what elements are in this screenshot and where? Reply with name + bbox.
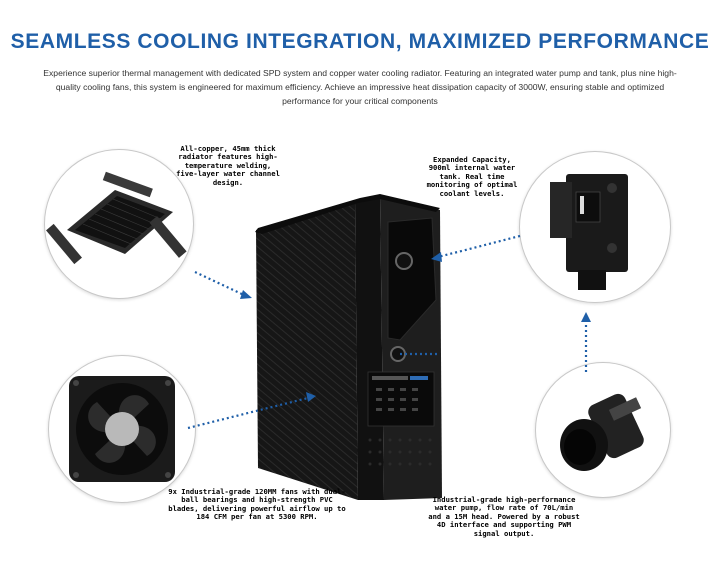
- page-subtitle: Experience superior thermal management w…: [43, 68, 677, 106]
- fan-pointer-arrow: [306, 392, 316, 402]
- tank-pointer-line: [437, 234, 521, 259]
- fan-image-circle: [48, 355, 196, 503]
- pump-callout: Industrial-grade high-performance water …: [428, 495, 580, 538]
- radiator-image-circle: [44, 149, 194, 299]
- pump-image-circle: [535, 362, 671, 498]
- page-title: SEAMLESS COOLING INTEGRATION, MAXIMIZED …: [10, 30, 710, 53]
- pump-image: [560, 393, 644, 471]
- fans-callout: 9x Industrial-grade 120MM fans with dual…: [168, 487, 346, 522]
- radiator-callout: All-copper, 45mm thick radiator features…: [176, 144, 280, 187]
- tank-callout: Expanded Capacity, 900ml internal water …: [426, 155, 518, 198]
- radiator-image: [46, 171, 187, 265]
- tank-pointer-arrow: [431, 252, 442, 262]
- radiator-pointer-arrow: [240, 290, 252, 299]
- tank-image-circle: [519, 151, 671, 303]
- fan-image: [69, 376, 175, 482]
- radiator-pointer-line: [194, 271, 247, 297]
- fan-pointer-line: [187, 396, 309, 430]
- pump-pointer-arrow: [581, 312, 591, 322]
- tank-image: [550, 174, 628, 290]
